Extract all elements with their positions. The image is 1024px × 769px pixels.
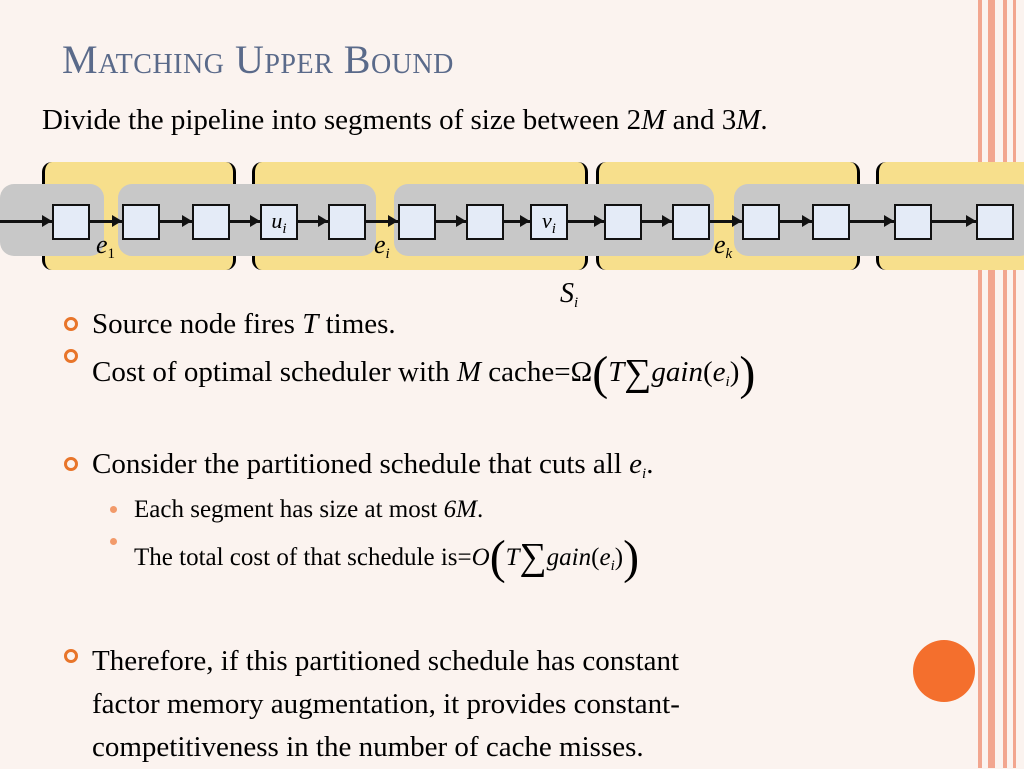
sub-bullet-segment-size: Each segment has size at most 6M.	[109, 496, 484, 523]
bullet-optimal-cost: Cost of optimal scheduler with M cache=Ω…	[63, 340, 756, 414]
pipeline-line	[0, 220, 1010, 223]
bullet-conclusion: Therefore, if this partitioned schedule …	[64, 640, 680, 769]
conclusion-line: factor memory augmentation, it provides …	[92, 688, 680, 720]
bullet-partitioned-schedule: Consider the partitioned schedule that c…	[63, 448, 654, 482]
arrow-icon	[732, 215, 742, 227]
edge-label-ei: ei	[374, 230, 390, 262]
arrow-icon	[802, 215, 812, 227]
arrow-icon	[594, 215, 604, 227]
arrow-icon	[662, 215, 672, 227]
pipeline-node	[466, 204, 504, 240]
arrow-icon	[112, 215, 122, 227]
decor-stripe	[1013, 0, 1016, 768]
pipeline-diagram: ui vi e1 ei ek Si	[0, 158, 1024, 323]
pipeline-node	[398, 204, 436, 240]
decor-stripe	[1003, 0, 1007, 768]
pipeline-node	[894, 204, 932, 240]
pipeline-node	[604, 204, 642, 240]
pipeline-node	[812, 204, 850, 240]
arrow-icon	[388, 215, 398, 227]
arrow-icon	[520, 215, 530, 227]
arrow-icon	[250, 215, 260, 227]
pipeline-node	[742, 204, 780, 240]
pipeline-node	[52, 204, 90, 240]
segment-label-si: Si	[560, 278, 579, 311]
pipeline-node	[672, 204, 710, 240]
bullet-source-fires: Source node fires T times.	[64, 308, 396, 340]
node-u: ui	[260, 204, 298, 240]
edge-label-ek: ek	[714, 230, 733, 262]
pipeline-node	[328, 204, 366, 240]
node-v: vi	[530, 204, 568, 240]
formula-big-o: O(T∑gain(ei))	[471, 531, 640, 584]
formula-omega: Ω(T∑gain(ei))	[570, 347, 756, 400]
pipeline-node	[192, 204, 230, 240]
slide-title: Matching Upper Bound	[62, 37, 454, 82]
conclusion-line: Therefore, if this partitioned schedule …	[92, 645, 680, 677]
decor-stripe	[988, 0, 995, 768]
intro-text: Divide the pipeline into segments of siz…	[42, 104, 768, 136]
pipeline-node	[976, 204, 1014, 240]
arrow-icon	[182, 215, 192, 227]
decor-stripe	[978, 0, 982, 768]
arrow-icon	[318, 215, 328, 227]
edge-label-e1: e1	[96, 230, 116, 262]
arrow-icon	[884, 215, 894, 227]
conclusion-line: competitiveness in the number of cache m…	[92, 731, 644, 763]
arrow-icon	[456, 215, 466, 227]
arrow-icon	[966, 215, 976, 227]
pipeline-node	[122, 204, 160, 240]
sub-bullet-total-cost: The total cost of that schedule is=O(T∑g…	[109, 528, 640, 595]
arrow-icon	[42, 215, 52, 227]
decor-circle	[913, 640, 975, 702]
